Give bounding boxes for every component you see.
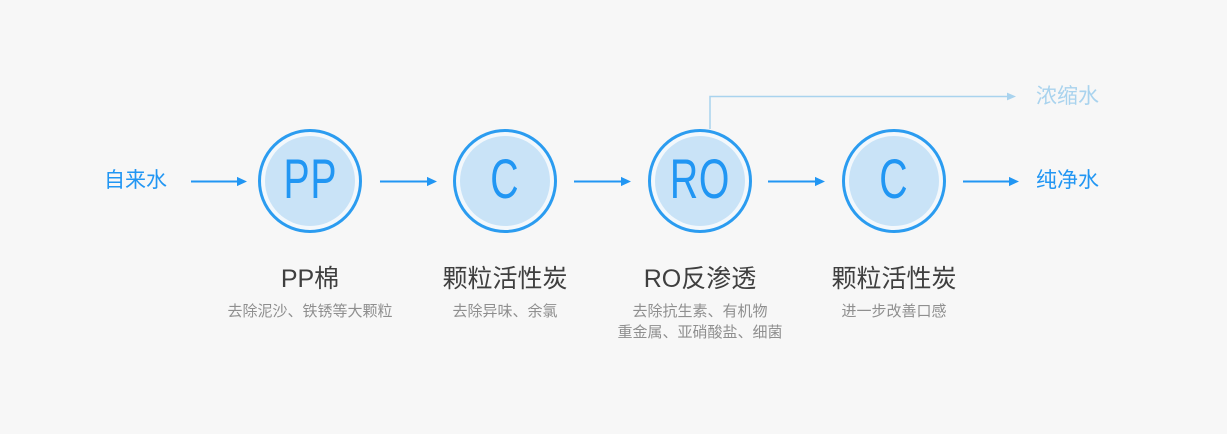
stage-letter-pp: PP xyxy=(283,147,337,210)
stage-circle-c1: C xyxy=(453,129,557,233)
stage-circle-fill: C xyxy=(849,136,939,226)
stage-info-c2: 颗粒活性炭 进一步改善口感 xyxy=(744,264,1044,322)
arrowhead-icon xyxy=(237,176,247,187)
arrowhead-icon xyxy=(815,176,825,187)
source-label: 自来水 xyxy=(104,169,167,192)
stage-info-c1: 颗粒活性炭 去除异味、余氯 xyxy=(355,264,655,322)
branch-label: 浓缩水 xyxy=(1036,85,1099,108)
stage-title: RO反渗透 xyxy=(643,265,757,293)
stage-desc-line: 去除抗生素、有机物 xyxy=(632,303,768,320)
stage-info-pp: PP棉 去除泥沙、铁锈等大颗粒 xyxy=(160,264,460,322)
stage-title: 颗粒活性炭 xyxy=(442,265,568,293)
output-label: 纯净水 xyxy=(1036,169,1099,192)
branch-line xyxy=(709,95,1008,129)
stage-circle-pp: PP xyxy=(258,129,362,233)
stage-info-ro: RO反渗透 去除抗生素、有机物 重金属、亚硝酸盐、细菌 xyxy=(550,264,850,343)
stage-desc-line: 进一步改善口感 xyxy=(841,303,947,320)
stage-circle-ro: RO xyxy=(648,129,752,233)
stage-circle-fill: PP xyxy=(265,136,355,226)
stage-desc-line: 重金属、亚硝酸盐、细菌 xyxy=(617,324,783,341)
branch-arrowhead-icon xyxy=(1007,92,1016,101)
arrowhead-icon xyxy=(427,176,437,187)
stage-circle-fill: RO xyxy=(655,136,745,226)
stage-letter-c2: C xyxy=(879,147,909,210)
stage-desc: 去除抗生素、有机物 重金属、亚硝酸盐、细菌 xyxy=(550,301,850,343)
arrowhead-icon xyxy=(621,176,631,187)
stage-desc-line: 去除泥沙、铁锈等大颗粒 xyxy=(227,303,393,320)
arrowhead-icon xyxy=(1009,176,1019,187)
stage-title: PP棉 xyxy=(280,265,340,293)
stage-circle-c2: C xyxy=(842,129,946,233)
stage-desc: 去除异味、余氯 xyxy=(355,301,655,322)
stage-circle-fill: C xyxy=(460,136,550,226)
stage-letter-ro: RO xyxy=(669,147,731,210)
stage-desc-line: 去除异味、余氯 xyxy=(452,303,558,320)
stage-letter-c1: C xyxy=(490,147,520,210)
stage-desc: 去除泥沙、铁锈等大颗粒 xyxy=(160,301,460,322)
stage-desc: 进一步改善口感 xyxy=(744,301,1044,322)
stage-title: 颗粒活性炭 xyxy=(831,265,957,293)
